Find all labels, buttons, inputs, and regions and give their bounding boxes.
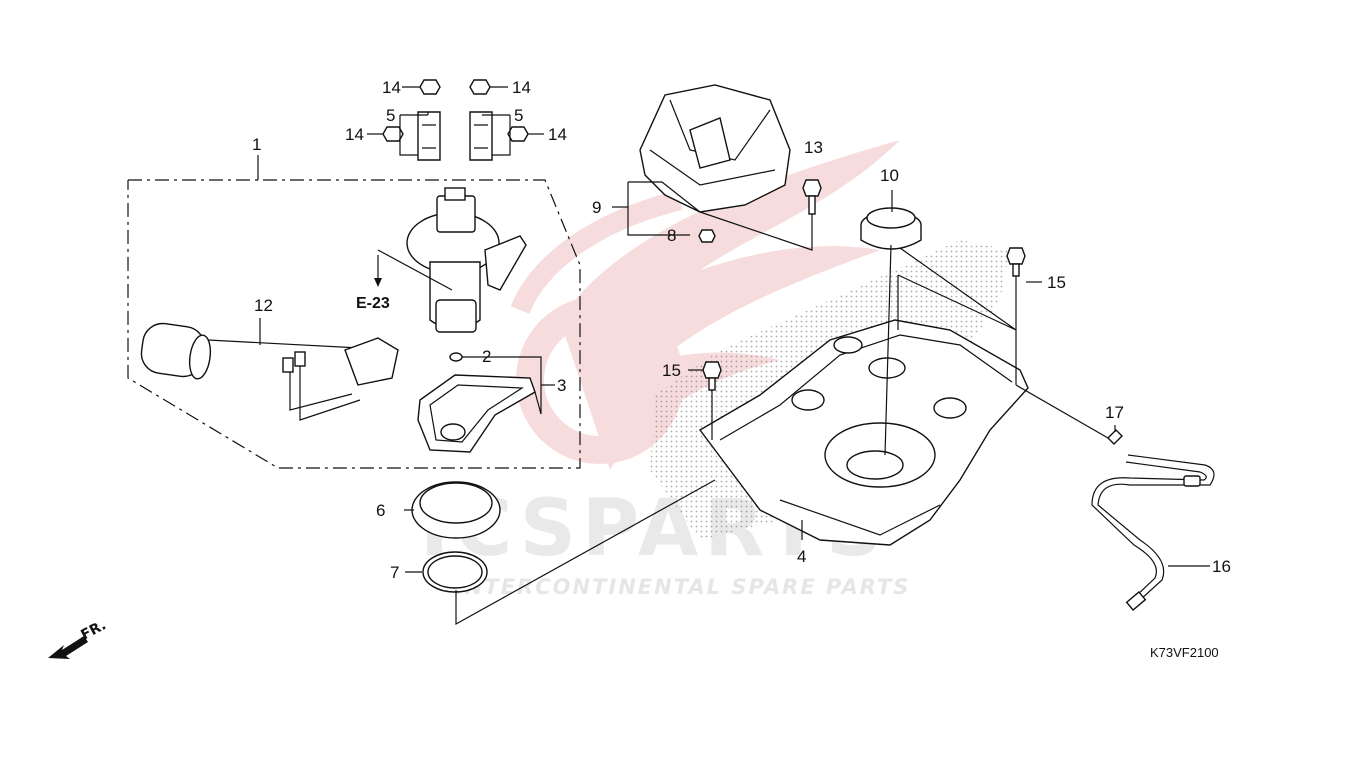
mount-bracket-left[interactable]	[417, 111, 441, 161]
fuel-tank[interactable]	[698, 319, 1029, 546]
watermark-tagline: INTERCONTINENTAL SPARE PARTS	[455, 575, 910, 599]
callout-10: 10	[880, 166, 899, 185]
flange-nut-set[interactable]	[382, 79, 529, 142]
fuel-pump-unit[interactable]	[406, 187, 527, 333]
leader-lines	[259, 86, 1210, 626]
hose-clip[interactable]	[1107, 429, 1123, 445]
callout-5-left: 5	[386, 106, 395, 125]
mount-bracket-right[interactable]	[469, 111, 493, 161]
fuel-filler-cap[interactable]	[860, 207, 922, 250]
tank-bolt-front[interactable]	[702, 361, 722, 391]
fuel-pump-group-outline	[127, 155, 581, 469]
callout-4: 4	[797, 547, 806, 566]
callout-7: 7	[390, 563, 399, 582]
callout-14-mid-right: 14	[548, 125, 567, 144]
callout-6: 6	[376, 501, 385, 520]
callout-3: 3	[557, 376, 566, 395]
cover-nut[interactable]	[698, 229, 716, 243]
cover-bolt[interactable]	[802, 179, 822, 215]
callout-15-rear: 15	[1047, 273, 1066, 292]
callout-14-top-left: 14	[382, 78, 401, 97]
reference-e23: E-23	[356, 295, 390, 312]
fuel-feed-hose[interactable]	[1091, 454, 1215, 611]
callout-8: 8	[667, 226, 676, 245]
direction-label: FR.	[78, 617, 108, 643]
pump-gasket[interactable]	[417, 374, 536, 453]
callout-15-front: 15	[662, 361, 681, 380]
tank-bolt-rear[interactable]	[1006, 247, 1026, 277]
callout-13: 13	[804, 138, 823, 157]
callout-14-top-right: 14	[512, 78, 531, 97]
catalog-code: K73VF2100	[1150, 645, 1219, 660]
callout-14-mid-left: 14	[345, 125, 364, 144]
callout-17: 17	[1105, 403, 1124, 422]
pump-base-seal[interactable]	[422, 551, 488, 593]
callout-1: 1	[252, 135, 261, 154]
o-ring[interactable]	[449, 352, 463, 362]
callout-5-right: 5	[514, 106, 523, 125]
callout-12: 12	[254, 296, 273, 315]
callout-16: 16	[1212, 557, 1231, 576]
fuel-level-sender[interactable]	[139, 321, 399, 421]
pump-retainer-ring[interactable]	[411, 481, 501, 539]
tank-cover[interactable]	[639, 84, 791, 213]
callout-labels: 1 2 3 4 5 5 6 7 8 9 10 12 13 14 14 14 14…	[252, 78, 1231, 582]
callout-9: 9	[592, 198, 601, 217]
front-direction-arrow: FR.	[48, 617, 109, 659]
callout-2: 2	[482, 347, 491, 366]
